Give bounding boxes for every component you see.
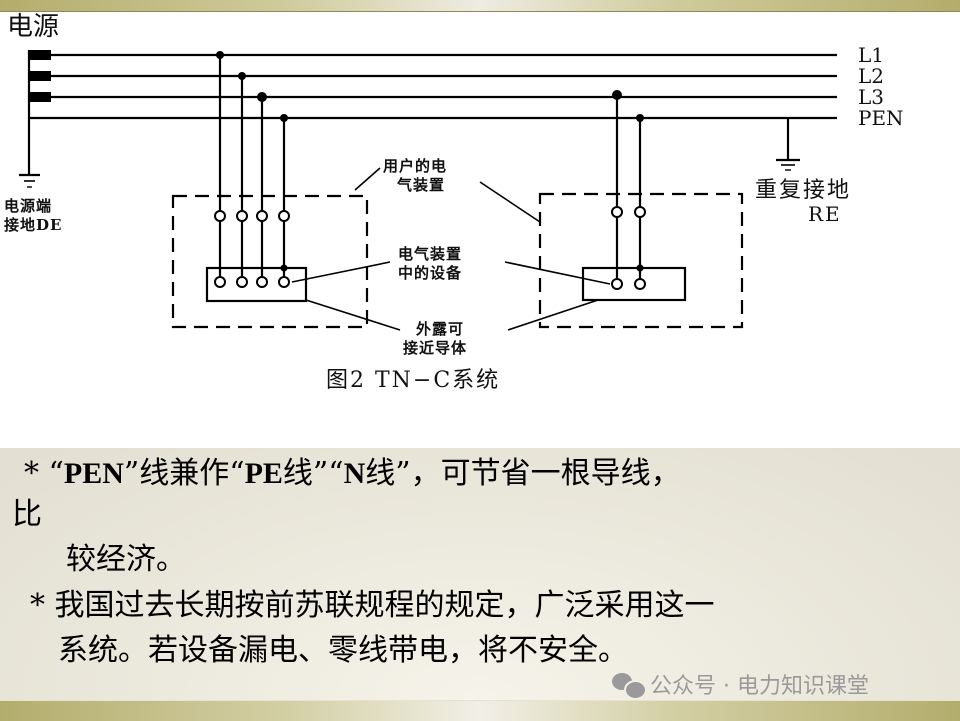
line-label-pen: PEN	[858, 106, 904, 130]
bullet-star: *	[30, 588, 45, 623]
right-installation-box	[538, 192, 744, 329]
bullet-1-wrap: 比	[12, 497, 42, 532]
bullet-2-line-2: 系统。若设备漏电、零线带电，将不安全。	[58, 633, 628, 668]
right-equipment-box	[581, 266, 687, 302]
bullet-1-line-1: * “PEN”线兼作“PE线”“N线”，可节省一根导线，	[24, 456, 681, 491]
source-ground-label: 电源端 接地DE	[4, 197, 63, 234]
circuit-schematic	[19, 50, 837, 331]
repeat-ground-label: 重复接地	[755, 178, 852, 203]
left-installation-box	[171, 194, 369, 329]
callout-equipment: 电气装置 中的设备	[398, 245, 463, 282]
left-equipment-box	[205, 266, 308, 303]
watermark-text: 公众号 · 电力知识课堂	[650, 674, 869, 699]
callout-exposed-conductor: 外露可 接近导体	[403, 320, 468, 357]
line-label-l2: L2	[858, 64, 885, 88]
repeat-ground-code: RE	[808, 202, 842, 226]
line-label-l1: L1	[858, 43, 885, 67]
callout-user-installation: 用户的电 气装置	[383, 157, 448, 194]
figure-caption: 图2 TN−C系统	[326, 368, 501, 393]
source-label: 电源	[7, 12, 60, 42]
wechat-icon	[612, 671, 647, 700]
line-label-l3: L3	[858, 85, 885, 109]
explanation-panel	[0, 448, 960, 700]
top-decorative-band	[0, 0, 960, 12]
bullet-1-line-2: 较经济。	[66, 542, 186, 577]
bottom-decorative-band	[0, 700, 960, 721]
bullet-star: *	[24, 456, 39, 491]
watermark: 公众号 · 电力知识课堂	[612, 668, 869, 700]
tn-c-system-diagram: 电源 L1 L2 L3 PEN 电源端 接地DE 重复接地 RE 用户的电 气装…	[0, 12, 960, 448]
bullet-2-line-1: * 我国过去长期按前苏联规程的规定，广泛采用这一	[30, 588, 715, 623]
